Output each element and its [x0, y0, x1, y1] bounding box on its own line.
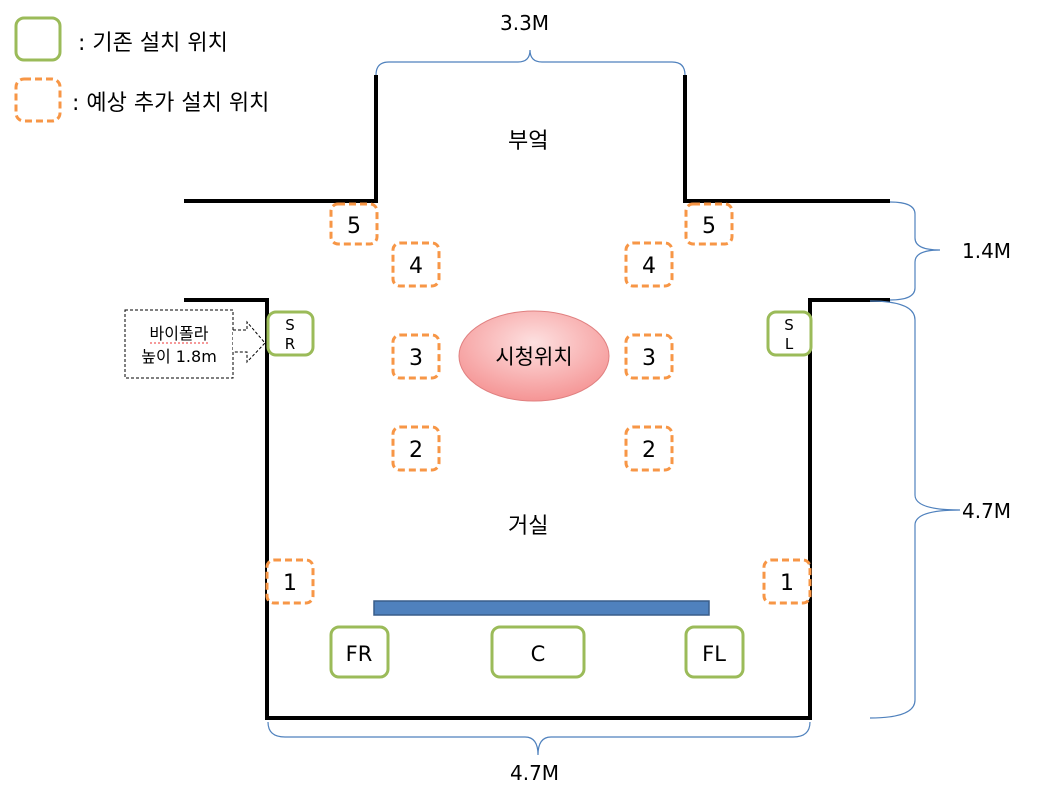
bipolar-note: 바이폴라 높이 1.8m	[124, 309, 266, 379]
planned-label: 2	[409, 438, 423, 463]
legend-existing-swatch	[14, 16, 62, 62]
arrow-right-icon	[233, 320, 266, 364]
speaker-sr-label-2: R	[285, 335, 295, 353]
speaker-fr-label: FR	[346, 642, 373, 666]
planned-label: 3	[642, 346, 656, 371]
listening-position-label: 시청위치	[495, 345, 572, 369]
legend-existing-label: : 기존 설치 위치	[78, 31, 228, 56]
speaker-c-label: C	[531, 642, 546, 666]
speaker-sl-label-1: S	[784, 316, 794, 334]
living-room-label: 거실	[508, 514, 548, 539]
planned-1-left: 1	[265, 558, 315, 605]
dimension-right-lower: 4.7M	[962, 499, 1011, 523]
planned-4-left: 4	[391, 241, 441, 288]
note-line-1: 바이폴라	[150, 324, 209, 343]
dimension-right-upper: 1.4M	[962, 239, 1011, 263]
planned-5-right: 5	[684, 202, 734, 246]
speaker-sl-label-2: L	[785, 335, 794, 353]
planned-2-right: 2	[624, 425, 674, 472]
planned-label: 4	[642, 254, 656, 279]
walls	[184, 75, 890, 720]
planned-5-left: 5	[329, 202, 379, 246]
speaker-sr: S R	[266, 310, 315, 357]
planned-label: 5	[702, 214, 716, 239]
note-line-2: 높이 1.8m	[141, 347, 217, 366]
speaker-fl-label: FL	[702, 642, 726, 666]
planned-2-left: 2	[391, 425, 441, 472]
planned-label: 1	[283, 571, 297, 596]
speaker-c: C	[490, 625, 586, 679]
listening-position	[458, 310, 610, 402]
planned-label: 3	[409, 346, 423, 371]
tv-screen	[373, 600, 710, 616]
planned-label: 1	[780, 571, 794, 596]
legend: : 기존 설치 위치 : 예상 추가 설치 위치	[14, 16, 269, 123]
planned-4-right: 4	[624, 241, 674, 288]
kitchen-label: 부엌	[508, 129, 548, 154]
speaker-fr: FR	[329, 625, 390, 679]
legend-planned-swatch	[14, 77, 62, 123]
planned-label: 5	[347, 214, 361, 239]
dimension-bottom: 4.7M	[510, 761, 559, 785]
speaker-fl: FL	[684, 625, 745, 679]
dimension-braces: 3.3M 1.4M 4.7M 4.7M	[267, 11, 1011, 785]
planned-1-right: 1	[762, 558, 812, 605]
speaker-sr-label-1: S	[285, 316, 295, 334]
legend-planned-label: : 예상 추가 설치 위치	[72, 91, 269, 116]
planned-label: 4	[409, 254, 423, 279]
planned-3-right: 3	[624, 333, 674, 380]
planned-3-left: 3	[391, 333, 441, 380]
speaker-sl: S L	[766, 310, 813, 357]
planned-label: 2	[642, 438, 656, 463]
dimension-top: 3.3M	[500, 11, 549, 35]
